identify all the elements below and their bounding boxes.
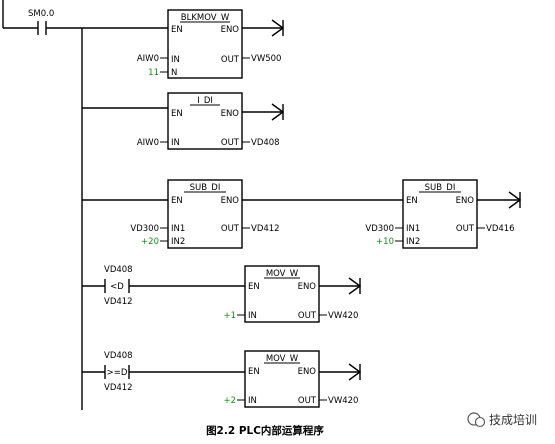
compare2-top: VD408	[104, 351, 133, 361]
compare2-bottom: VD412	[104, 383, 133, 393]
mov2-in: IN	[248, 396, 257, 406]
subdi2-eno: ENO	[456, 196, 475, 206]
blkmov-n: N	[171, 68, 177, 78]
subdi2-in1: IN1	[406, 224, 420, 234]
compare1-top: VD408	[104, 265, 133, 275]
blkmov-w-block	[167, 9, 243, 79]
blkmov-out: OUT	[221, 55, 240, 65]
blkmov-n-val: 11	[148, 68, 159, 78]
mov2-out: OUT	[298, 396, 317, 406]
watermark-text: 技成培训	[489, 412, 537, 427]
blkmov-in: IN	[171, 55, 180, 65]
mov-w-block-1	[244, 265, 320, 323]
mov2-out-val: VW420	[328, 396, 358, 406]
mov1-eno: ENO	[298, 282, 317, 292]
figure-caption: 图2.2 PLC内部运算程序	[206, 424, 324, 437]
subdi2-title: SUB_DI	[425, 183, 456, 193]
sub-di-block-2	[402, 179, 478, 249]
blkmov-eno: ENO	[221, 25, 240, 35]
subdi1-in2: IN2	[171, 237, 185, 247]
mov2-eno: ENO	[298, 367, 317, 377]
mov-w-block-2	[244, 350, 320, 408]
blkmov-in-val: AIW0	[137, 54, 159, 64]
subdi1-in1: IN1	[171, 224, 185, 234]
compare2-op: >=D	[107, 368, 128, 378]
i-di-block	[167, 92, 243, 150]
subdi1-out-val: VD412	[251, 224, 280, 234]
idi-in: IN	[171, 138, 180, 148]
subdi2-out: OUT	[456, 224, 475, 234]
idi-eno: ENO	[221, 109, 240, 119]
subdi1-eno: ENO	[221, 196, 240, 206]
mov1-en: EN	[248, 282, 260, 292]
compare1-bottom: VD412	[104, 297, 133, 307]
compare1-op: <D	[110, 282, 124, 292]
subdi1-title: SUB_DI	[190, 183, 221, 193]
blkmov-en: EN	[171, 25, 183, 35]
subdi2-in1-val: VD300	[365, 224, 394, 234]
idi-title: I_DI	[197, 96, 213, 106]
mov2-in-val: +2	[223, 396, 236, 406]
subdi2-en: EN	[406, 196, 418, 206]
mov2-en: EN	[248, 367, 260, 377]
mov2-title: MOV_W	[266, 354, 299, 364]
subdi1-en: EN	[171, 196, 183, 206]
sub-di-block-1	[167, 179, 243, 249]
mov1-out-val: VW420	[328, 311, 358, 321]
blkmov-title: BLKMOV_W	[181, 13, 230, 23]
mov1-in-val: +1	[223, 311, 236, 321]
mov1-out: OUT	[298, 311, 317, 321]
blkmov-out-val: VW500	[251, 54, 281, 64]
mov1-title: MOV_W	[266, 269, 299, 279]
idi-en: EN	[171, 109, 183, 119]
subdi1-in1-val: VD300	[130, 224, 159, 234]
subdi1-out: OUT	[221, 224, 240, 234]
idi-out-val: VD408	[251, 138, 280, 148]
wechat-icon-bubble	[474, 416, 486, 428]
subdi2-out-val: VD416	[486, 224, 515, 234]
contact-sm-label: SM0.0	[28, 9, 54, 19]
subdi2-in2-val: +10	[376, 237, 394, 247]
idi-out: OUT	[221, 138, 240, 148]
watermark: 技成培训	[467, 412, 537, 428]
subdi1-in2-val: +20	[141, 237, 159, 247]
subdi2-in2: IN2	[406, 237, 420, 247]
idi-in-val: AIW0	[137, 138, 159, 148]
mov1-in: IN	[248, 311, 257, 321]
